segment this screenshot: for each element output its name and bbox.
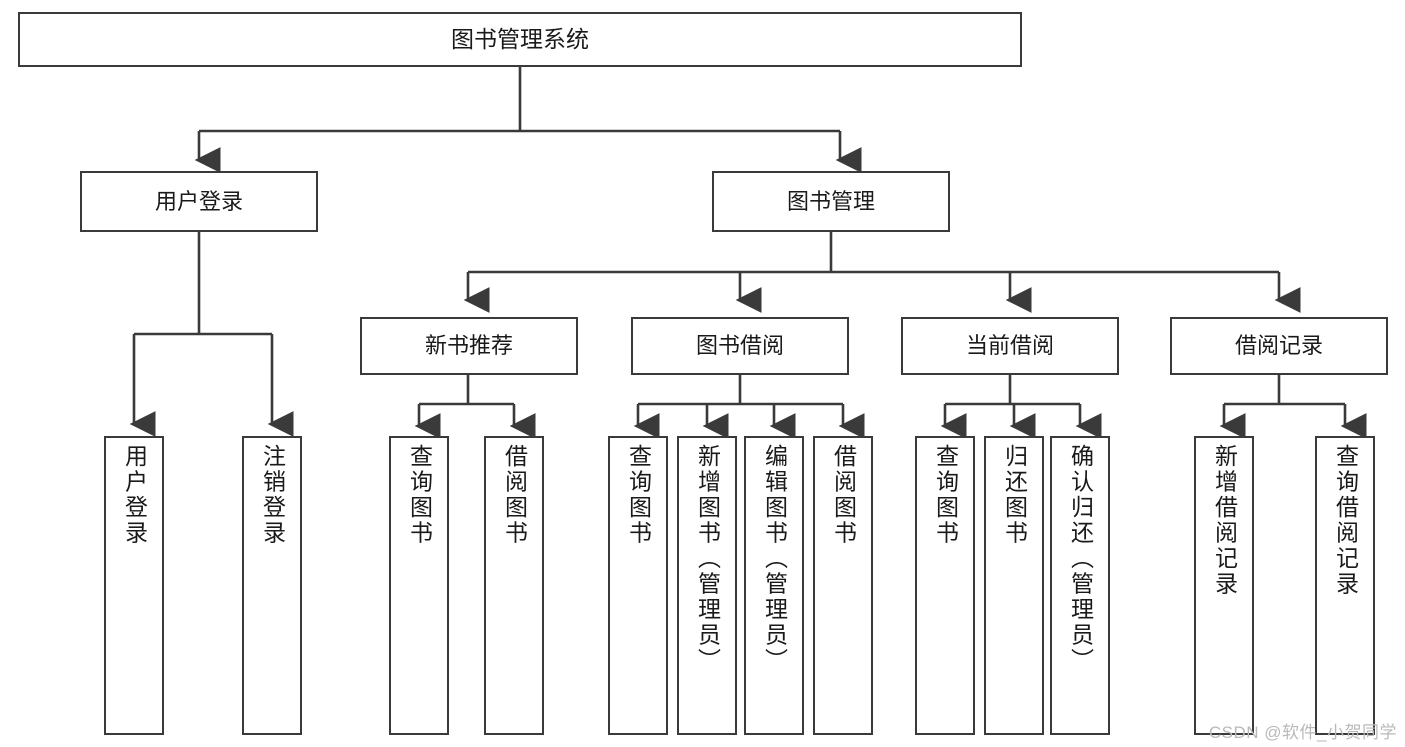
leaf-query-borrowing-record[interactable]: 查询借阅记录 — [1315, 436, 1375, 735]
node-label: 新增图书（管理员） — [694, 444, 721, 674]
node-label: 查询借阅记录 — [1332, 444, 1359, 597]
leaf-query-books-current[interactable]: 查询图书 — [915, 436, 975, 735]
node-label: 图书管理 — [786, 188, 875, 214]
watermark: CSDN @软件_小贺同学 — [1208, 723, 1397, 742]
node-label: 查询图书 — [625, 444, 652, 546]
node-borrowing-records[interactable]: 借阅记录 — [1170, 317, 1388, 375]
leaf-return-books[interactable]: 归还图书 — [984, 436, 1044, 735]
leaf-borrow-books[interactable]: 借阅图书 — [813, 436, 873, 735]
node-label: 图书管理系统 — [451, 25, 589, 52]
node-label: 用户登录 — [154, 188, 243, 214]
leaf-user-login[interactable]: 用户登录 — [104, 436, 164, 735]
node-label: 借阅图书 — [830, 444, 857, 546]
node-label: 借阅记录 — [1234, 333, 1323, 359]
leaf-add-book-admin[interactable]: 新增图书（管理员） — [677, 436, 737, 735]
node-new-book-recommendation[interactable]: 新书推荐 — [360, 317, 578, 375]
node-label: 编辑图书（管理员） — [761, 444, 788, 674]
node-label: 查询图书 — [932, 444, 959, 546]
node-label: 图书借阅 — [695, 333, 784, 359]
leaf-confirm-return-admin[interactable]: 确认归还（管理员） — [1050, 436, 1110, 735]
node-label: 当前借阅 — [965, 333, 1054, 359]
node-label: 确认归还（管理员） — [1067, 444, 1094, 674]
node-current-borrowing[interactable]: 当前借阅 — [901, 317, 1119, 375]
node-root-book-management-system[interactable]: 图书管理系统 — [18, 12, 1022, 67]
node-label: 注销登录 — [259, 444, 286, 546]
node-label: 新增借阅记录 — [1211, 444, 1238, 597]
leaf-query-books-borrowing[interactable]: 查询图书 — [608, 436, 668, 735]
node-book-borrowing[interactable]: 图书借阅 — [631, 317, 849, 375]
leaf-logout[interactable]: 注销登录 — [242, 436, 302, 735]
leaf-edit-book-admin[interactable]: 编辑图书（管理员） — [744, 436, 804, 735]
node-book-management[interactable]: 图书管理 — [712, 171, 950, 232]
node-label: 新书推荐 — [424, 333, 513, 359]
leaf-query-books-recommendation[interactable]: 查询图书 — [389, 436, 449, 735]
node-label: 用户登录 — [121, 444, 148, 546]
node-user-login[interactable]: 用户登录 — [80, 171, 318, 232]
node-label: 借阅图书 — [501, 444, 528, 546]
node-label: 查询图书 — [406, 444, 433, 546]
node-label: 归还图书 — [1001, 444, 1028, 546]
leaf-add-borrowing-record[interactable]: 新增借阅记录 — [1194, 436, 1254, 735]
leaf-borrow-books-recommendation[interactable]: 借阅图书 — [484, 436, 544, 735]
